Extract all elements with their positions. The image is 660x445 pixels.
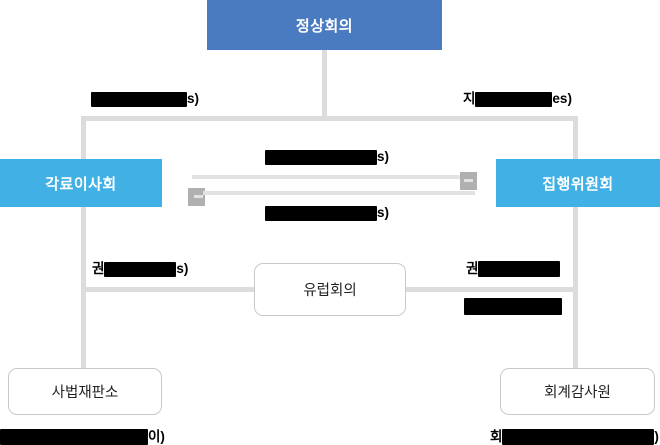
connector-council-to-parliament [81, 287, 258, 292]
caption-court-of-auditors-suffix: ) [654, 429, 659, 444]
edge-label-council-to-parliament-prefix: 권 [92, 261, 105, 276]
edge-label-summit-to-commission-redaction [475, 91, 553, 107]
edge-label-commission-to-council-bottom: s) [265, 204, 389, 221]
connector-bus-to-commission [573, 116, 578, 164]
edge-label-commission-to-council-bottom-redaction [265, 205, 377, 221]
edge-label-summit-to-commission: 지 es) [463, 90, 572, 107]
edge-label-council-to-parliament-redaction [104, 261, 177, 277]
edge-label-council-to-parliament: 권 s) [92, 260, 188, 277]
node-european-parliament-label: 유럽회의 [303, 283, 357, 299]
node-court-of-auditors[interactable]: 회계감사원 [500, 368, 655, 415]
caption-court-of-auditors-prefix: 회 [490, 429, 503, 444]
edge-label-commission-to-parliament-upper-redaction [478, 261, 561, 278]
caption-court-of-auditors: 회) [490, 428, 659, 445]
commission-to-council-arrow [188, 188, 475, 206]
edge-label-council-to-parliament-suffix: s) [176, 261, 189, 276]
node-court-of-auditors-label: 회계감사원 [544, 385, 611, 401]
edge-label-commission-to-parliament-upper: 권 [466, 260, 561, 278]
connector-summit-stem [322, 50, 327, 118]
node-commission[interactable]: 집행위원회 [496, 159, 660, 207]
caption-court-of-justice-suffix: 이) [148, 429, 165, 444]
connector-parliament-stub [322, 116, 327, 120]
edge-label-summit-to-commission-suffix: es) [552, 91, 572, 106]
edge-label-council-to-commission-top-redaction [265, 149, 377, 165]
edge-label-commission-to-parliament-lower [464, 297, 562, 315]
connector-parliament-to-commission [402, 287, 578, 292]
connector-bus-to-council [81, 116, 86, 164]
caption-court-of-justice-redaction [0, 429, 148, 445]
node-commission-label: 집행위원회 [542, 175, 614, 193]
node-council-of-ministers[interactable]: 각료이사회 [0, 159, 162, 207]
caption-court-of-auditors-redaction [502, 429, 655, 445]
node-court-of-justice[interactable]: 사법재판소 [8, 368, 162, 415]
edge-label-council-to-commission-top: s) [265, 148, 389, 165]
node-summit[interactable]: 정상회의 [207, 0, 442, 50]
node-court-of-justice-label: 사법재판소 [51, 385, 119, 401]
node-council-of-ministers-label: 각료이사회 [45, 175, 117, 193]
council-to-commission-arrow [192, 172, 477, 190]
edge-label-commission-to-parliament-lower-redaction [464, 297, 562, 315]
edge-label-council-to-commission-top-suffix: s) [377, 149, 390, 164]
connector-main-bus [81, 116, 578, 121]
node-summit-label: 정상회의 [295, 17, 354, 35]
edge-label-summit-to-council-redaction [91, 91, 187, 107]
caption-court-of-justice: 이) [0, 428, 165, 445]
edge-label-summit-to-council-suffix: s) [187, 91, 200, 106]
edge-label-summit-to-commission-prefix: 지 [463, 91, 476, 106]
edge-label-summit-to-council: s) [91, 90, 199, 107]
node-european-parliament[interactable]: 유럽회의 [254, 263, 406, 316]
edge-label-commission-to-council-bottom-suffix: s) [377, 205, 390, 220]
edge-label-commission-to-parliament-upper-prefix: 권 [466, 261, 479, 276]
